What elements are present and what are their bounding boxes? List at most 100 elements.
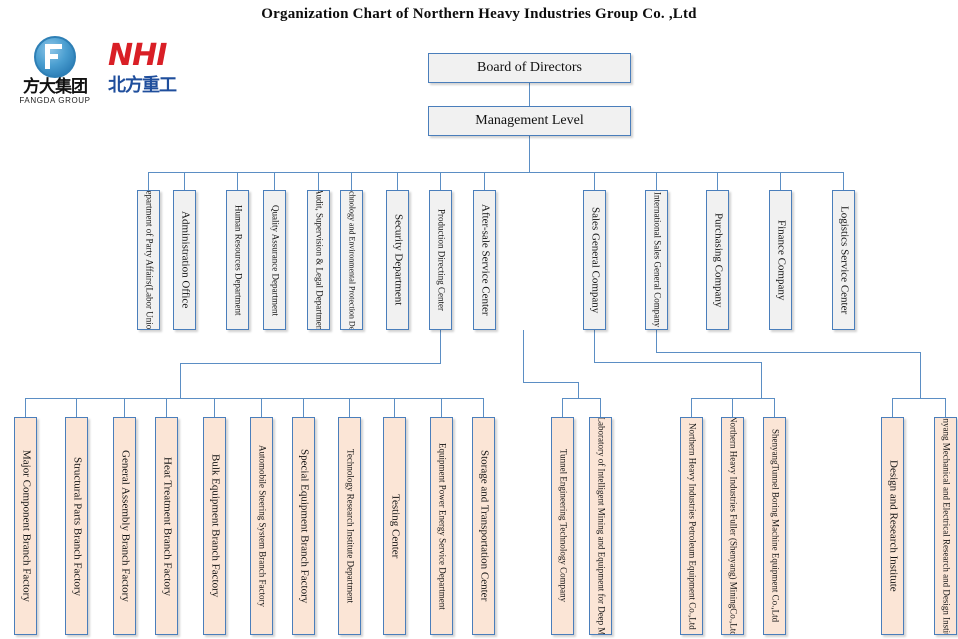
node-storage-and-transportation-center[interactable]: Storage and Transportation Center [472,417,495,635]
node-label: Human Resources Department [233,204,244,316]
node-international-sales-general-company[interactable]: International Sales General Company [645,190,668,330]
node-label: General Assembly Branch Factory [119,450,132,602]
node-state-key-laboratory-intelligent-mining-deep-metal-mines[interactable]: State Key Laboratory of Intelligent Mini… [589,417,612,635]
connector-drop-admin-office [184,172,185,190]
connector-drop-purchasing [717,172,718,190]
connector-production-elbow-left [180,363,441,364]
connector-drop-safety-tech [351,172,352,190]
connector-level2-bus [148,172,844,173]
node-general-assembly-branch-factory[interactable]: General Assembly Branch Factory [113,417,136,635]
node-logistics-service-center[interactable]: Logistics Service Center [832,190,855,330]
node-tunnel-engineering-technology-company[interactable]: Tunnel Engineering Technology Company [551,417,574,635]
node-major-component-branch-factory[interactable]: Major Component Branch Factory [14,417,37,635]
node-shenyang-tunnel-boring-machine-equipment-co-ltd[interactable]: ShenyangTunnel Boring Machine Equipment … [763,417,786,635]
node-quality-assurance-department[interactable]: Quality Assurance Department [263,190,286,330]
connector-management-stem-down [529,136,530,172]
node-production-directing-center[interactable]: Production Directing Center [429,190,452,330]
node-label: Storage and Transportation Center [478,450,491,602]
connector-sales-stem-down [594,330,595,362]
node-shenyang-mechanical-electrical-research-design-institute[interactable]: Shenyang Mechanical and Electrical Resea… [934,417,957,635]
node-technology-research-institute-department[interactable]: Technology Research Institute Department [338,417,361,635]
node-northern-heavy-industries-fuller-shenyang-mining-co-ltd[interactable]: Northern Heavy Industries Fuller (Shenya… [721,417,744,635]
node-after-sale-service-center[interactable]: After-sale Service Center [473,190,496,330]
node-label: Major Component Branch Factory [20,450,33,602]
node-label: Management Level [475,113,584,128]
connector-drop-production-directing [440,172,441,190]
node-audit-supervision-legal-department[interactable]: Audit, Supervision & Legal Department [307,190,330,330]
node-heat-treatment-branch-factory[interactable]: Heat Treatment Branch Factory [155,417,178,635]
node-testing-center[interactable]: Testing Center [383,417,406,635]
fangda-group-logo: 方大集团 FANGDA GROUP [12,36,98,108]
connector-drop-structural-parts [76,398,77,417]
logo-area: 方大集团 FANGDA GROUP NHI 北方重工 [12,36,202,108]
connector-drop-finance [780,172,781,190]
connector-drop-heat-treatment [166,398,167,417]
connector-after-sale-elbow-drop [578,382,579,398]
node-sales-general-company[interactable]: Sales General Company [583,190,606,330]
connector-drop-automobile-steering [261,398,262,417]
node-label: After-sale Service Center [479,204,492,316]
connector-logistics-stem-down [656,330,657,352]
connector-drop-sales-general [594,172,595,190]
node-northern-heavy-industries-petroleum-equipment-co-ltd[interactable]: Northern Heavy Industries Petroleum Equi… [680,417,703,635]
node-label: Shenyang Mechanical and Electrical Resea… [941,417,952,635]
connector-production-elbow-drop [180,363,181,398]
node-special-equipment-branch-factory[interactable]: Special Equipment Branch Factory [292,417,315,635]
connector-drop-boring-machine [774,398,775,417]
nhi-logo-chinese-text: 北方重工 [108,75,177,96]
connector-drop-design-research [892,398,893,417]
node-finance-company[interactable]: Finance Company [769,190,792,330]
connector-drop-human-resources [237,172,238,190]
node-bulk-equipment-branch-factory[interactable]: Bulk Equipment Branch Factory [203,417,226,635]
connector-drop-logistics [843,172,844,190]
node-label: Bulk Equipment Branch Factory [209,454,222,598]
connector-drop-petroleum-equipment [691,398,692,417]
connector-drop-dept-party [148,172,149,190]
connector-drop-tunnel-engineering [562,398,563,417]
nhi-logo: NHI 北方重工 [108,38,202,108]
connector-after-sale-stem-down [523,330,524,382]
connector-factory-bus [25,398,484,399]
node-design-and-research-institute[interactable]: Design and Research Institute [881,417,904,635]
node-administration-office[interactable]: Administration Office [173,190,196,330]
node-human-resources-department[interactable]: Human Resources Department [226,190,249,330]
node-label: Security Department [392,214,405,306]
node-label: ShenyangTunnel Boring Machine Equipment … [770,429,781,623]
node-label: Sales General Company [589,206,602,314]
node-label: Audit, Supervision & Legal Department [314,190,325,330]
node-label: Administration Office [179,211,192,309]
node-structural-parts-branch-factory[interactable]: Structural Parts Branch Factory [65,417,88,635]
connector-drop-audit-legal [318,172,319,190]
node-automobile-steering-system-branch-factory[interactable]: Automobile Steering System Branch Factor… [250,417,273,635]
node-safety-technology-environmental-protection-department[interactable]: Safety Technology and Environmental Prot… [340,190,363,330]
connector-production-stem-down [440,330,441,363]
node-label: Safety Technology and Environmental Prot… [347,190,357,330]
node-department-of-party-affairs-labor-union[interactable]: Department of Party Affairs(Labor Union) [137,190,160,330]
node-board-of-directors[interactable]: Board of Directors [428,53,631,83]
connector-drop-special-equipment [303,398,304,417]
node-label: Equipment Power Energy Service Departmen… [437,442,448,610]
node-label: Heat Treatment Branch Factory [161,456,174,596]
fangda-logo-english-text: FANGDA GROUP [19,96,91,105]
connector-drop-shenyang-mechanical [945,398,946,417]
connector-after-sale-elbow [523,382,579,383]
connector-drop-testing-center [394,398,395,417]
node-label: Finance Company [775,219,788,301]
node-management-level[interactable]: Management Level [428,106,631,136]
node-purchasing-company[interactable]: Purchasing Company [706,190,729,330]
node-label: Tunnel Engineering Technology Company [558,449,569,603]
node-label: Quality Assurance Department [270,204,281,316]
connector-drop-major-component [25,398,26,417]
node-label: Technology Research Institute Department [345,448,356,604]
node-label: Automobile Steering System Branch Factor… [257,445,268,607]
page-title: Organization Chart of Northern Heavy Ind… [261,6,697,22]
connector-drop-bulk-equipment [214,398,215,417]
fangda-circle-f-icon [34,36,76,78]
node-security-department[interactable]: Security Department [386,190,409,330]
node-label: Testing Center [389,493,402,559]
connector-logistics-elbow [656,352,921,353]
node-equipment-power-energy-service-department[interactable]: Equipment Power Energy Service Departmen… [430,417,453,635]
connector-tunnel-bus [562,398,601,399]
connector-drop-intl-sales [656,172,657,190]
